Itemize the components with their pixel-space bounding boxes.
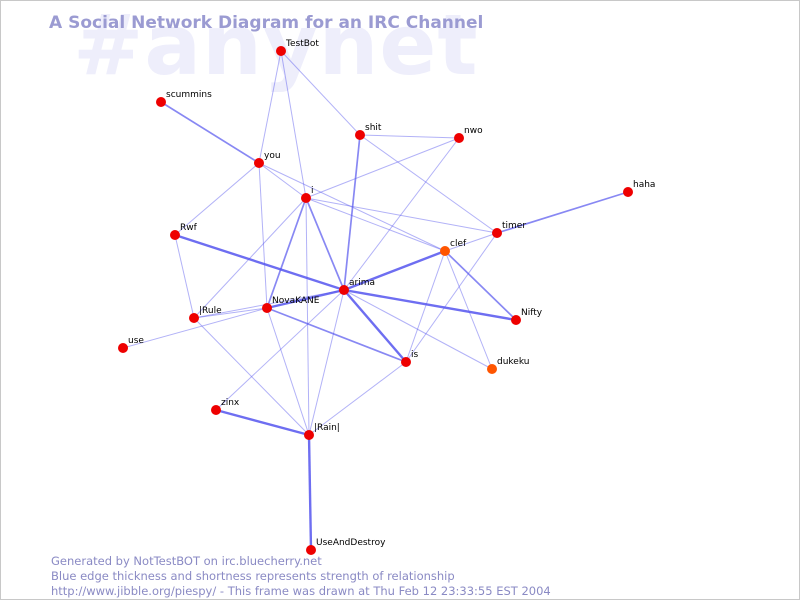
edge-clef-dukeku [444, 250, 493, 370]
node-is[interactable] [401, 357, 411, 367]
node-label-NovaKANE: NovaKANE [272, 296, 320, 306]
edge-NovaKANE-IRule [193, 307, 268, 319]
diagram-title: A Social Network Diagram for an IRC Chan… [49, 13, 484, 33]
edge-i-IRule [193, 197, 307, 319]
node-label-zinx: zinx [221, 398, 240, 408]
node-use[interactable] [118, 343, 128, 353]
edge-clef-Nifty [444, 250, 517, 321]
footer-frame-info: http://www.jibble.org/piespy/ - This fra… [51, 584, 551, 598]
node-shit[interactable] [355, 130, 365, 140]
node-label-you: you [264, 151, 281, 161]
node-label-nwo: nwo [464, 126, 483, 136]
node-TestBot[interactable] [276, 46, 286, 56]
node-scummins[interactable] [156, 97, 166, 107]
channel-watermark: #anynet [73, 0, 479, 94]
node-UseAndDestroy[interactable] [306, 545, 316, 555]
node-label-i: i [311, 186, 314, 196]
edge-zinx-IRainI [215, 408, 310, 437]
node-zinx[interactable] [211, 405, 221, 415]
edge-shit-nwo [359, 134, 460, 139]
edge-TestBot-i [280, 50, 307, 199]
edge-i-IRainI [305, 197, 310, 436]
edge-timer-clef [444, 232, 498, 252]
footer-legend-note: Blue edge thickness and shortness repres… [51, 569, 455, 583]
edge-TestBot-shit [280, 50, 361, 136]
node-label-TestBot: TestBot [285, 39, 319, 49]
edge-NovaKANE-IRainI [266, 307, 310, 436]
node-label-Rwf: Rwf [180, 223, 198, 233]
edge-shit-arima [343, 134, 361, 291]
node-label-IRule: |Rule [199, 306, 222, 316]
node-Rwf[interactable] [170, 230, 180, 240]
node-haha[interactable] [623, 187, 633, 197]
edge-arima-dukeku [343, 289, 493, 370]
node-label-haha: haha [633, 180, 655, 190]
edge-timer-is [405, 232, 498, 363]
edge-NovaKANE-is [266, 307, 407, 363]
edge-TestBot-you [258, 50, 282, 164]
edge-nwo-i [305, 137, 460, 199]
node-label-arima: arima [349, 278, 375, 288]
edge-layer [122, 50, 629, 551]
edge-shit-timer [359, 134, 498, 234]
node-IRainI[interactable] [304, 430, 314, 440]
edge-is-IRainI [308, 361, 407, 436]
node-layer [118, 46, 633, 555]
node-nwo[interactable] [454, 133, 464, 143]
edge-i-timer [305, 197, 498, 234]
edge-arima-is [343, 289, 407, 363]
node-label-is: is [411, 350, 419, 360]
node-arima[interactable] [339, 285, 349, 295]
edge-arima-Nifty [343, 288, 517, 322]
edge-arima-IRainI [308, 289, 345, 436]
node-label-timer: timer [502, 221, 526, 231]
edge-i-NovaKANE [266, 197, 307, 309]
edge-you-i [258, 162, 307, 199]
node-label-scummins: scummins [166, 90, 212, 100]
edge-you-Rwf [174, 162, 260, 236]
edge-arima-zinx [215, 289, 345, 411]
edge-NovaKANE-use [122, 307, 268, 349]
node-label-use: use [128, 336, 144, 346]
node-dukeku[interactable] [487, 364, 497, 374]
node-clef[interactable] [440, 246, 450, 256]
edge-i-arima [305, 197, 345, 291]
edge-Rwf-arima [174, 233, 345, 292]
footer-generated-by: Generated by NotTestBOT on irc.bluecherr… [51, 554, 322, 568]
edge-haha-timer [496, 191, 629, 234]
node-label-UseAndDestroy: UseAndDestroy [316, 538, 386, 548]
node-IRule[interactable] [189, 313, 199, 323]
edge-i-clef [305, 197, 446, 252]
node-i[interactable] [301, 193, 311, 203]
node-label-shit: shit [365, 123, 382, 133]
edge-clef-is [405, 250, 446, 363]
node-NovaKANE[interactable] [262, 303, 272, 313]
node-you[interactable] [254, 158, 264, 168]
node-label-dukeku: dukeku [497, 357, 529, 367]
footer: Generated by NotTestBOT on irc.bluecherr… [51, 554, 551, 599]
edge-arima-NovaKANE [266, 288, 345, 310]
node-label-IRainI: |Rain| [314, 423, 340, 433]
node-Nifty[interactable] [511, 315, 521, 325]
node-label-clef: clef [450, 239, 467, 249]
node-label-Nifty: Nifty [521, 308, 543, 318]
edge-IRule-IRainI [193, 317, 310, 436]
edge-clef-arima [343, 249, 446, 292]
node-timer[interactable] [492, 228, 502, 238]
edge-you-NovaKANE [258, 162, 268, 309]
edge-scummins-you [160, 101, 260, 164]
edge-Rwf-IRule [174, 234, 195, 319]
edge-IRainI-UseAndDestroy [307, 434, 313, 551]
edge-nwo-arima [343, 137, 460, 291]
